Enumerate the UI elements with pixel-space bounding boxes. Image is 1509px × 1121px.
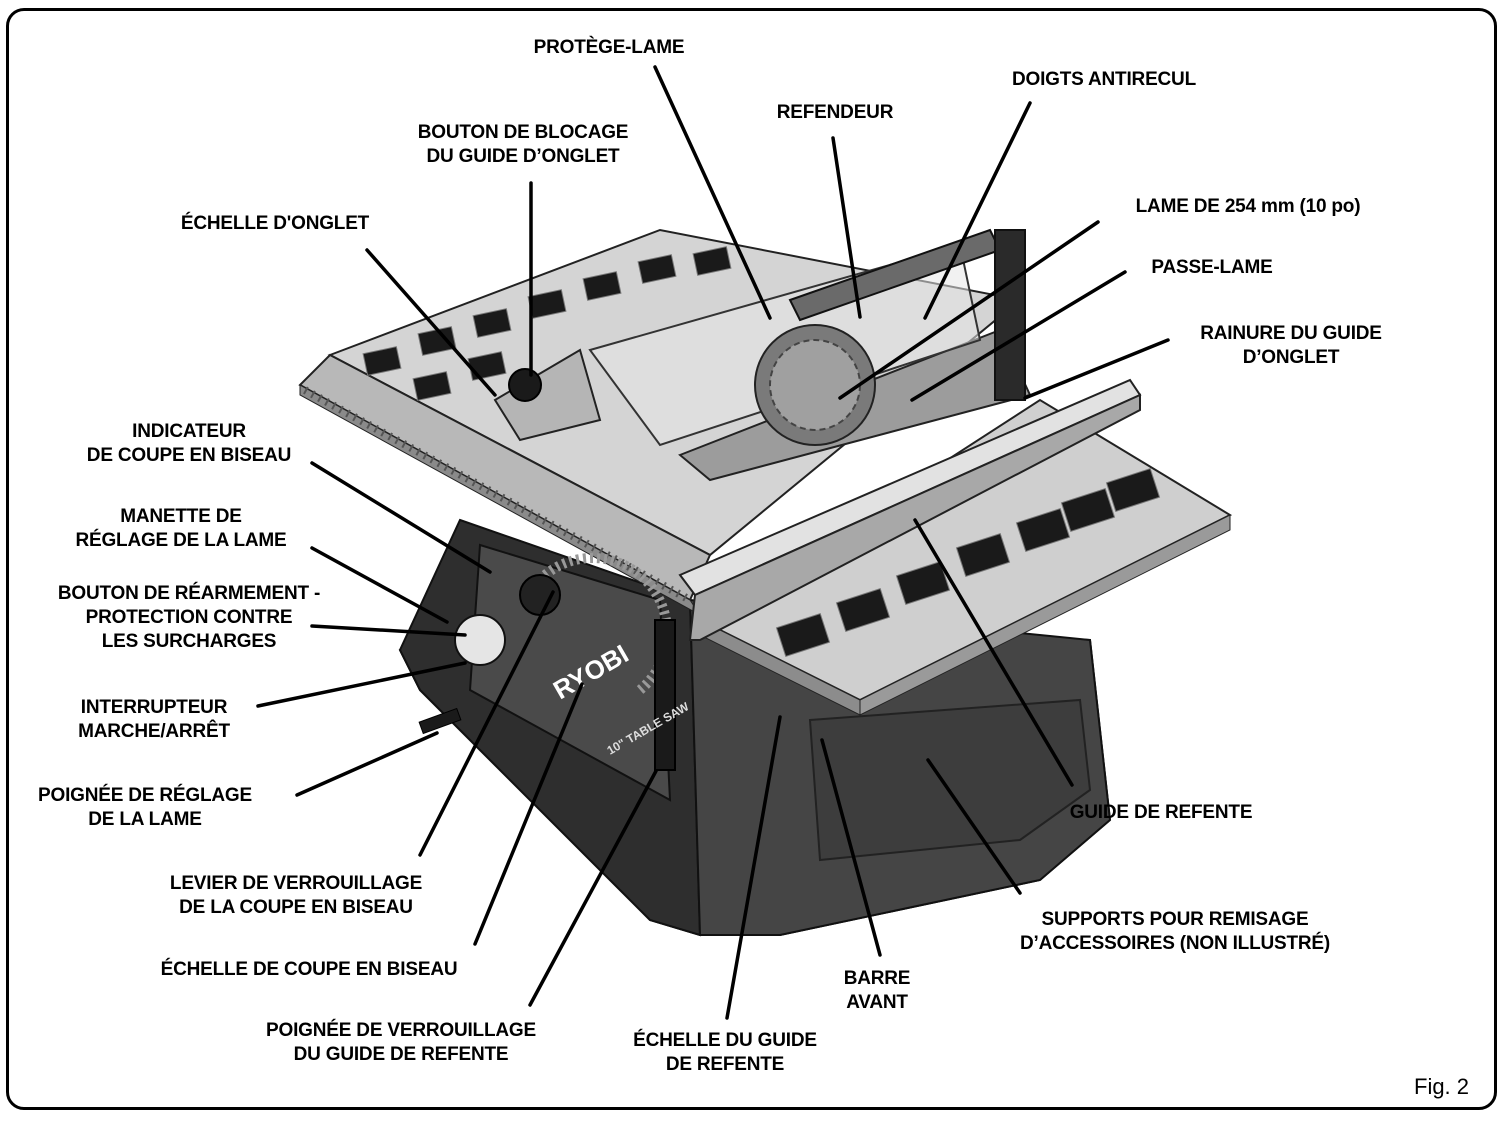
label-passe-lame: PASSE-LAME (1151, 257, 1273, 278)
leader-poignee-reglage (295, 731, 439, 797)
label-guide-refente: GUIDE DE REFENTE (1069, 802, 1253, 823)
leader-interrupteur (256, 661, 467, 708)
leader-lines (256, 65, 1170, 1020)
leader-echelle-guide-refente (725, 715, 782, 1020)
figure-label: Fig. 2 (1414, 1074, 1470, 1099)
leader-refendeur (831, 136, 862, 319)
miter-scale-strip (303, 386, 692, 604)
leader-indicateur-biseau (310, 461, 492, 574)
blade-guard-assembly (588, 243, 1032, 482)
label-doigts-antirecul: DOIGTS ANTIRECUL (1012, 69, 1196, 90)
leader-echelle-onglet (365, 248, 497, 397)
leader-barre-avant (820, 738, 882, 957)
rip-fence (678, 378, 1142, 641)
leader-doigts-antirecul (923, 101, 1032, 320)
riving-knife-arm (788, 228, 1026, 401)
leader-levier-verrouillage (418, 590, 555, 857)
label-refendeur: REFENDEUR (776, 102, 894, 123)
leader-lame-254 (838, 220, 1100, 400)
label-protege-lame: PROTÈGE-LAME (533, 37, 685, 58)
leader-bouton-rearmement (310, 624, 467, 637)
leader-manette-reglage (310, 546, 449, 624)
leader-passe-lame (910, 270, 1127, 402)
leader-supports-remisage (926, 758, 1022, 895)
label-echelle-biseau: ÉCHELLE DE COUPE EN BISEAU (160, 959, 458, 980)
leader-rainure-guide (1023, 338, 1170, 400)
leader-protege-lame (653, 65, 772, 320)
leader-guide-refente (913, 518, 1074, 787)
label-echelle-onglet: ÉCHELLE D'ONGLET (180, 213, 370, 234)
figure-frame (6, 8, 1497, 1110)
leader-echelle-biseau (473, 682, 584, 946)
label-lame-254: LAME DE 254 mm (10 po) (1135, 196, 1361, 217)
miter-gauge (493, 348, 602, 442)
leader-poignee-verrouillage (528, 769, 658, 1007)
table-openings (362, 246, 1161, 658)
front-control-panel (418, 543, 676, 802)
